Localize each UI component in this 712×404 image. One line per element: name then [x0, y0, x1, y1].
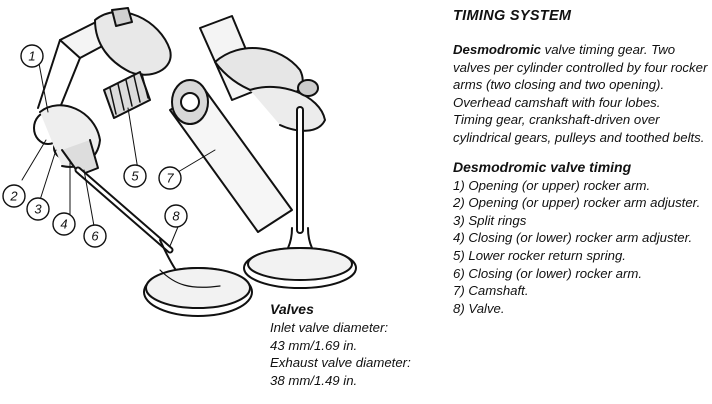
- valves-line: 43 mm/1.69 in.: [270, 337, 450, 355]
- valves-line: Exhaust valve diameter:: [270, 354, 450, 372]
- timing-parts-list: 1) Opening (or upper) rocker arm. 2) Ope…: [453, 177, 708, 318]
- timing-gear-paragraph: Timing gear, crankshaft-driven over cyli…: [453, 111, 708, 146]
- list-item: 4) Closing (or lower) rocker arm adjuste…: [453, 229, 708, 247]
- callout-number: 1: [28, 49, 35, 64]
- page-title: TIMING SYSTEM: [453, 8, 708, 24]
- callout-number: 7: [166, 171, 174, 186]
- list-item: 2) Opening (or upper) rocker arm adjuste…: [453, 194, 708, 212]
- intro-lead: Desmodromic: [453, 42, 541, 57]
- callout-number: 5: [131, 169, 139, 184]
- list-item: 7) Camshaft.: [453, 282, 708, 300]
- list-item: 6) Closing (or lower) rocker arm.: [453, 265, 708, 283]
- valves-line: Inlet valve diameter:: [270, 319, 450, 337]
- callout-number: 6: [91, 229, 99, 244]
- callout-number: 4: [60, 217, 67, 232]
- timing-system-panel: TIMING SYSTEM Desmodromic valve timing g…: [453, 8, 708, 317]
- timing-section-heading: Desmodromic valve timing: [453, 158, 708, 177]
- valves-line: 38 mm/1.49 in.: [270, 372, 450, 390]
- list-item: 3) Split rings: [453, 212, 708, 230]
- valves-heading: Valves: [270, 301, 450, 317]
- intro-paragraph: Desmodromic valve timing gear. Two valve…: [453, 41, 708, 111]
- callout-number: 3: [34, 202, 42, 217]
- list-item: 5) Lower rocker return spring.: [453, 247, 708, 265]
- callout-number: 8: [172, 209, 180, 224]
- callout-number: 2: [9, 189, 18, 204]
- valves-spec: Valves Inlet valve diameter: 43 mm/1.69 …: [270, 301, 450, 389]
- list-item: 1) Opening (or upper) rocker arm.: [453, 177, 708, 195]
- list-item: 8) Valve.: [453, 300, 708, 318]
